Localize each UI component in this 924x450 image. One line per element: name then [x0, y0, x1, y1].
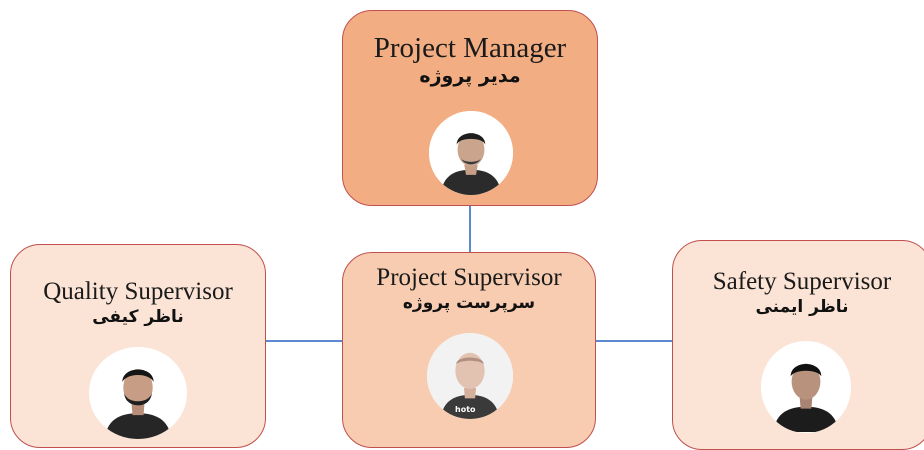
- org-chart: Project Manager مدیر پروژه Project Super…: [10, 10, 924, 450]
- quality-supervisor-title-persian: ناظر کیفی: [92, 307, 184, 328]
- card-quality-supervisor: Quality Supervisor ناظر کیفی: [10, 244, 266, 448]
- project-manager-title-persian: مدیر پروژه: [419, 65, 521, 88]
- person-photo-icon: [427, 333, 513, 419]
- photo-studio-badge: hoto: [455, 405, 476, 414]
- safety-supervisor-title: Safety Supervisor: [712, 268, 892, 295]
- project-manager-avatar: [429, 111, 513, 195]
- card-project-manager: Project Manager مدیر پروژه: [342, 10, 598, 206]
- quality-supervisor-title: Quality Supervisor: [43, 278, 233, 305]
- project-supervisor-title: Project Supervisor: [376, 264, 562, 291]
- connector-supervisor-to-safety: [596, 340, 672, 342]
- project-supervisor-title-persian: سرپرست پروژه: [402, 293, 536, 314]
- project-manager-title: Project Manager: [373, 32, 567, 64]
- connector-quality-to-supervisor: [266, 340, 342, 342]
- person-photo-icon: [429, 111, 513, 195]
- safety-supervisor-title-persian: ناظر ایمنی: [755, 297, 849, 318]
- project-supervisor-avatar: hoto: [427, 333, 513, 419]
- connector-manager-to-supervisor: [469, 206, 471, 252]
- quality-supervisor-avatar: [89, 347, 187, 439]
- person-photo-icon: [92, 347, 184, 439]
- card-safety-supervisor: Safety Supervisor ناظر ایمنی: [672, 240, 924, 450]
- card-project-supervisor: Project Supervisor سرپرست پروژه hoto: [342, 252, 596, 448]
- safety-supervisor-avatar: [761, 341, 851, 433]
- person-photo-icon: [761, 342, 851, 432]
